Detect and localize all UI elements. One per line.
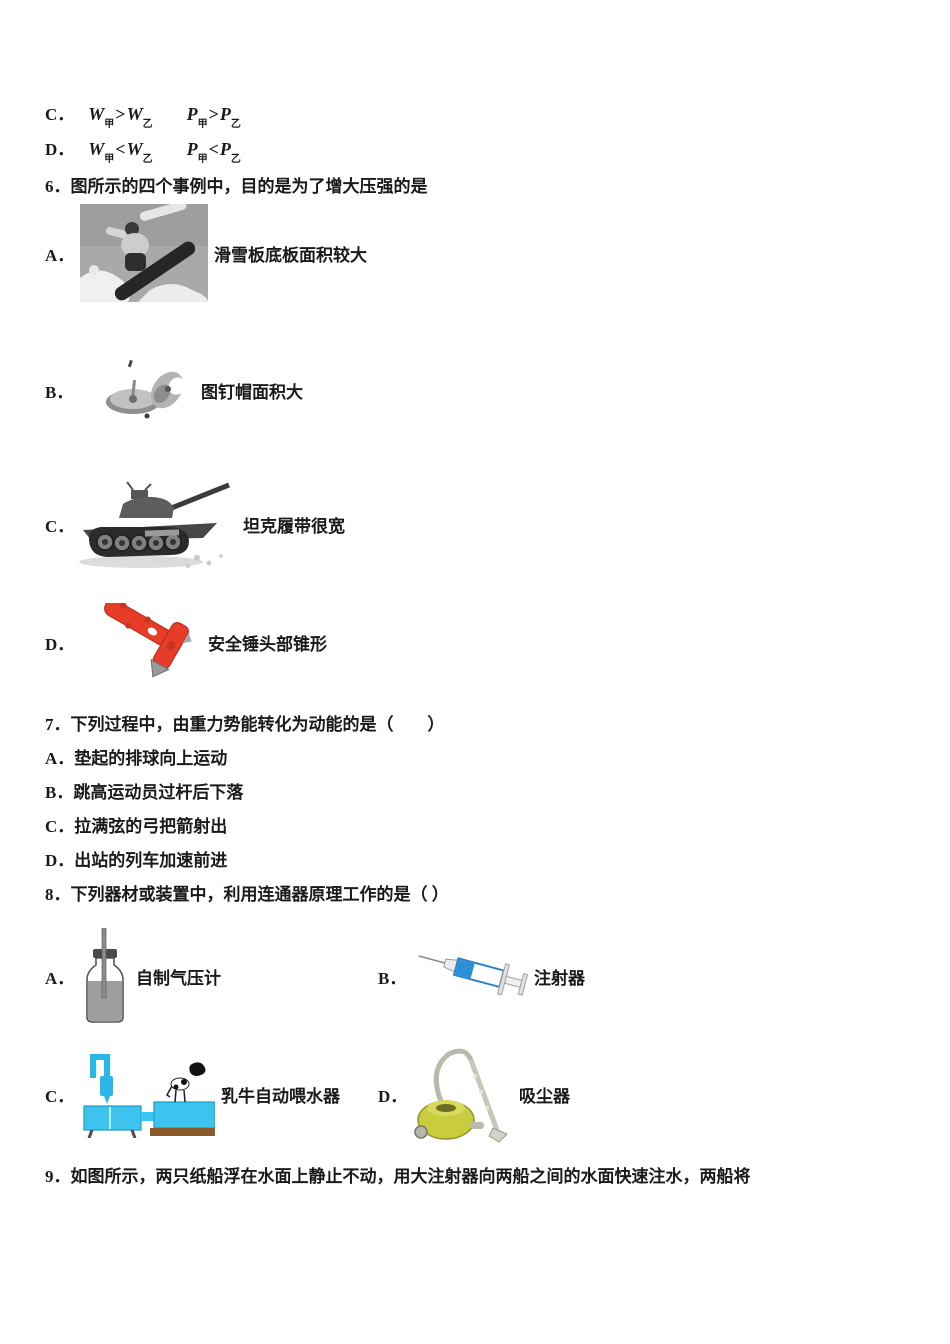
formula-var: W — [88, 139, 105, 159]
vacuum-cleaner-diagram — [413, 1044, 513, 1144]
tank-photo-svg — [79, 481, 230, 568]
thumbtacks-photo — [95, 354, 195, 426]
formula-subscript: 乙 — [230, 153, 241, 165]
option-text: 拉满弦的弓把箭射出 — [74, 817, 228, 836]
q6-option-a: A． 滑雪板底板面积较大 — [45, 200, 910, 302]
option-label: D． — [45, 634, 75, 654]
question9-title: 9．如图所示，两只纸船浮在水面上静止不动，用大注射器向两船之间的水面快速注水，两… — [45, 1166, 910, 1188]
q7-option-a: A．垫起的排球向上运动 — [45, 748, 910, 770]
formula-var: P — [219, 104, 231, 124]
option-label: C． — [45, 817, 75, 836]
formula-var: P — [186, 104, 198, 124]
q8-options-row-1: A． 自制气压计 B． — [45, 927, 910, 1025]
question-text: 图所示的四个事例中，目的是为了增大压强的是 — [70, 177, 428, 196]
option-caption: 乳牛自动喂水器 — [221, 1086, 340, 1106]
formula-operator: < — [208, 139, 219, 159]
option-label: B． — [378, 969, 407, 988]
safety-hammer-photo — [90, 599, 202, 681]
snowboarder-photo — [80, 200, 208, 302]
formula-subscript: 乙 — [142, 153, 153, 165]
question8-title: 8．下列器材或装置中，利用连通器原理工作的是（ ） — [45, 884, 910, 906]
q8-options-row-2: C． — [45, 1048, 910, 1143]
q8-option-c: C． — [45, 1050, 378, 1139]
formula-var: P — [186, 139, 198, 159]
q5-option-d: D．W甲<W乙P甲<P乙 — [45, 138, 910, 165]
option-label: C． — [45, 1086, 75, 1106]
formula-subscript: 甲 — [104, 118, 115, 130]
option-label: A． — [45, 969, 75, 988]
formula-operator: > — [208, 104, 219, 124]
option-caption: 安全锤头部锥形 — [208, 634, 327, 654]
thumbtacks-photo-svg — [106, 359, 186, 419]
option-label: B． — [45, 783, 74, 802]
q8-option-a: A． 自制气压计 — [45, 927, 378, 1025]
q7-option-d: D．出站的列车加速前进 — [45, 850, 910, 872]
q5-option-c: C．W甲>W乙P甲>P乙 — [45, 103, 910, 130]
formula-var: W — [126, 139, 143, 159]
option-caption: 自制气压计 — [136, 969, 221, 988]
formula-subscript: 甲 — [197, 153, 208, 165]
option-label: A． — [45, 245, 75, 265]
option-caption: 图钉帽面积大 — [201, 382, 303, 402]
formula-operator: > — [115, 104, 126, 124]
option-caption: 吸尘器 — [519, 1086, 570, 1106]
option-label: C． — [45, 516, 75, 536]
q8-option-b: B． 注射器 — [378, 951, 585, 1003]
formula-var: W — [126, 104, 143, 124]
formula-var: P — [219, 139, 231, 159]
q6-option-c: C． — [45, 478, 910, 570]
bottle-barometer-svg — [86, 927, 124, 1023]
question6-title: 6．图所示的四个事例中，目的是为了增大压强的是 — [45, 176, 910, 198]
option-label: A． — [45, 749, 75, 768]
question-number: 8． — [45, 885, 71, 904]
snowboarder-photo-svg — [80, 200, 208, 302]
option-text: 出站的列车加速前进 — [74, 851, 228, 870]
formula-operator: < — [115, 139, 126, 159]
question-text: 下列器材或装置中，利用连通器原理工作的是（ ） — [70, 885, 449, 904]
question-number: 6． — [45, 177, 71, 196]
option-label: B． — [45, 382, 74, 402]
formula-subscript: 乙 — [142, 118, 153, 130]
formula-subscript: 甲 — [104, 153, 115, 165]
formula-subscript: 甲 — [197, 118, 208, 130]
question-text: 下列过程中，由重力势能转化为动能的是（ ） — [70, 715, 445, 734]
option-label: D． — [378, 1086, 408, 1106]
q6-option-b: B． 图钉帽面积大 — [45, 354, 910, 426]
syringe-svg — [418, 954, 529, 996]
formula-var: W — [88, 104, 105, 124]
cow-waterer-diagram — [80, 1050, 216, 1139]
cow-waterer-svg — [83, 1054, 216, 1139]
safety-hammer-photo-svg — [104, 599, 192, 678]
option-caption: 滑雪板底板面积较大 — [214, 245, 367, 265]
option-text: 跳高运动员过杆后下落 — [73, 783, 244, 802]
vacuum-cleaner-svg — [414, 1048, 508, 1143]
option-label: D． — [45, 851, 75, 870]
option-text: 垫起的排球向上运动 — [74, 749, 228, 768]
q8-option-d: D． 吸尘器 — [378, 1044, 570, 1144]
option-label: D． — [45, 140, 75, 159]
page-content: C．W甲>W乙P甲>P乙 D．W甲<W乙P甲<P乙 6．图所示的四个事例中，目的… — [45, 103, 910, 1188]
q6-option-d: D． 安全锤头部锥形 — [45, 599, 910, 681]
formula-subscript: 乙 — [230, 118, 241, 130]
question-number: 9． — [45, 1167, 71, 1186]
tank-photo — [75, 478, 233, 570]
option-caption: 注射器 — [534, 969, 585, 988]
question7-title: 7．下列过程中，由重力势能转化为动能的是（ ） — [45, 714, 910, 736]
q7-option-b: B．跳高运动员过杆后下落 — [45, 782, 910, 804]
option-label: C． — [45, 105, 75, 124]
option-caption: 坦克履带很宽 — [243, 516, 345, 536]
question-number: 7． — [45, 715, 71, 734]
syringe-diagram — [413, 951, 529, 1003]
bottle-barometer-diagram — [80, 927, 130, 1025]
q7-option-c: C．拉满弦的弓把箭射出 — [45, 816, 910, 838]
question-text: 如图所示，两只纸船浮在水面上静止不动，用大注射器向两船之间的水面快速注水，两船将 — [70, 1167, 751, 1186]
